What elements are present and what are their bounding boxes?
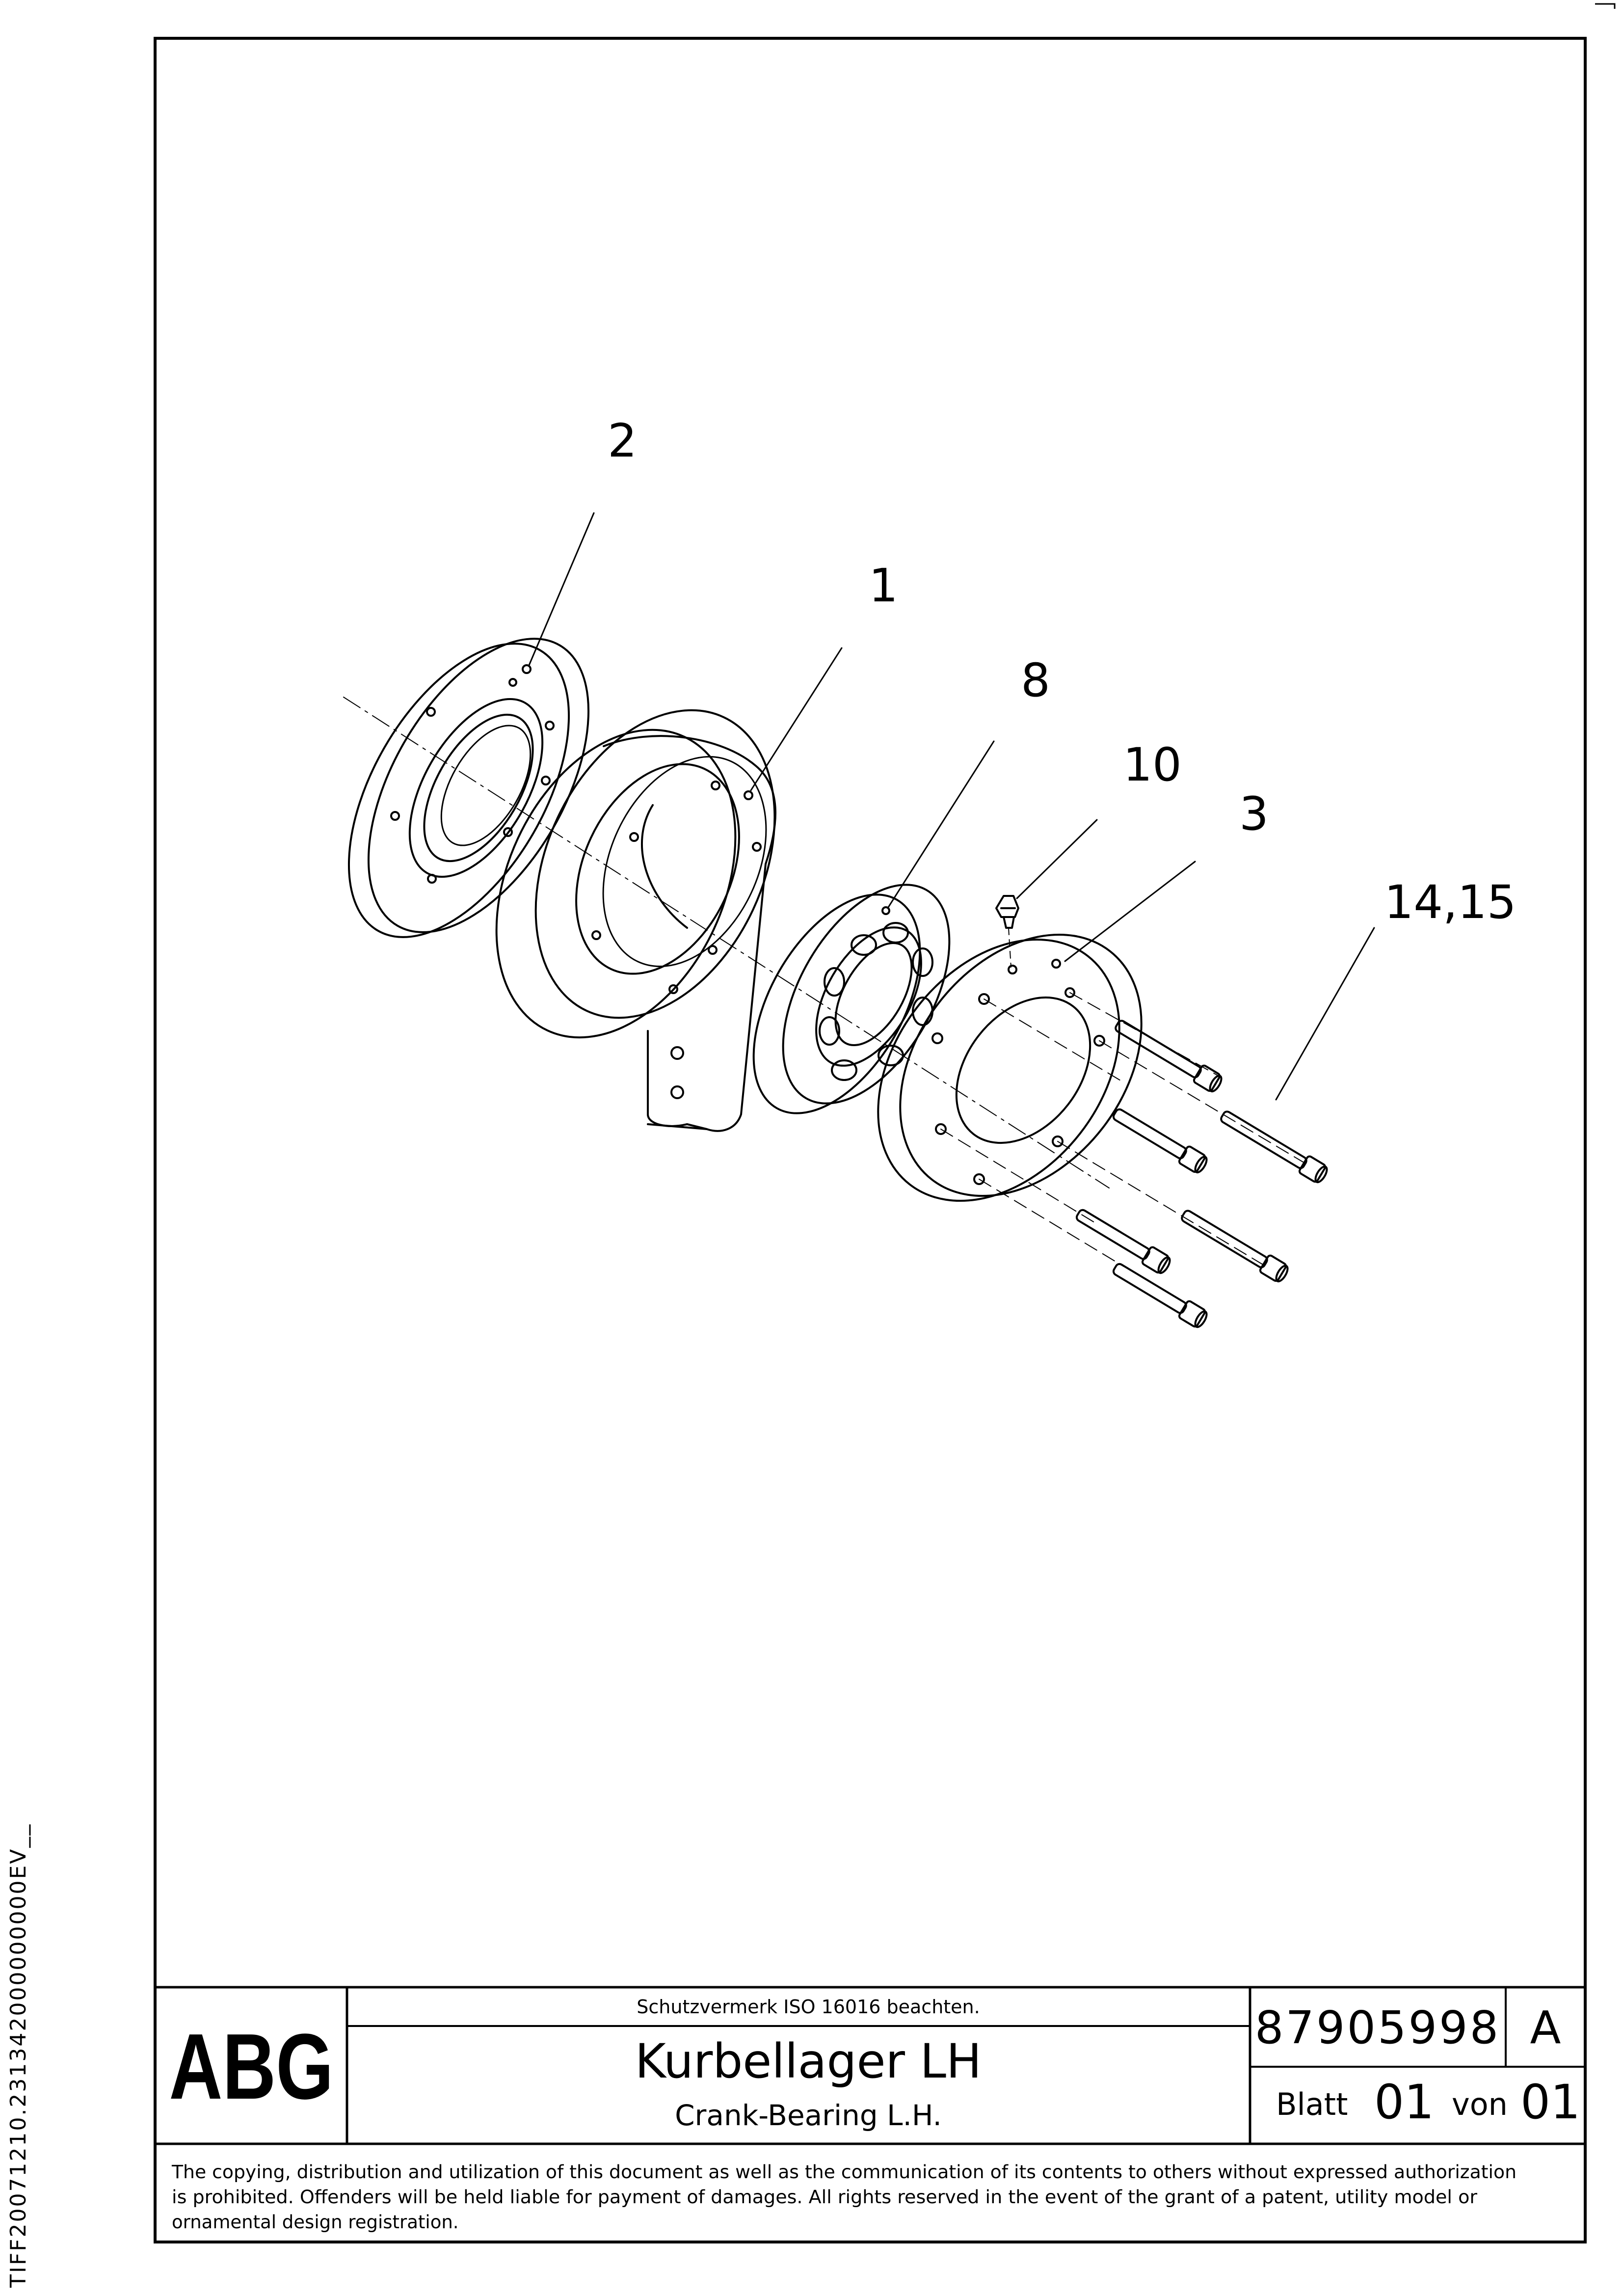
screw [1112,1263,1208,1328]
title-block-text: ABG Schutzvermerk ISO 16016 beachten. Ku… [169,1996,1581,2132]
screw [1115,1020,1223,1093]
sheet-label: Blatt [1276,2086,1348,2122]
corner-mark [1595,3,1616,9]
sheet-number: 01 [1374,2075,1434,2130]
bearing-cover-part-3 [877,934,1143,1202]
flange-cover-part-2 [347,638,590,938]
callout-labels: 2 1 8 10 3 14,15 [608,414,1516,929]
abg-logo: ABG [169,2015,334,2119]
crank-housing-part-1 [495,709,776,1132]
leader-lines [528,512,1375,1101]
revision: A [1530,2001,1561,2054]
screw [1075,1209,1171,1274]
callout-8: 8 [1021,654,1050,707]
protection-note: Schutzvermerk ISO 16016 beachten. [637,1996,980,2018]
screw [1181,1210,1289,1283]
callout-2: 2 [608,414,637,468]
drawing-number: 87905998 [1255,2001,1500,2054]
screw [1112,1108,1208,1174]
callout-1: 1 [869,559,898,613]
side-file-code: TIFF20071210.231342000000000EV__ [6,1823,31,2288]
screw [1220,1110,1328,1184]
callout-3: 3 [1239,787,1269,841]
drawing-frame [154,37,1587,2243]
grease-nipple-part-10 [995,895,1019,968]
title-en: Crank-Bearing L.H. [675,2099,942,2132]
sheet-total: 01 [1520,2075,1580,2130]
roller-bearing-part-8 [752,884,951,1114]
callout-14-15: 14,15 [1384,876,1516,929]
copyright-line: The copying, distribution and utilizatio… [171,2161,1517,2183]
of-label: von [1452,2086,1508,2122]
copyright-notice: The copying, distribution and utilizatio… [171,2161,1517,2233]
title-block [155,1986,1585,2145]
title-de: Kurbellager LH [635,2034,982,2089]
screws-part-14-15 [1075,1020,1328,1328]
center-axis [343,697,1110,1189]
exploded-view [343,512,1375,1328]
callout-10: 10 [1123,738,1182,792]
copyright-line: ornamental design registration. [172,2212,459,2233]
copyright-line: is prohibited. Offenders will be held li… [172,2187,1478,2208]
